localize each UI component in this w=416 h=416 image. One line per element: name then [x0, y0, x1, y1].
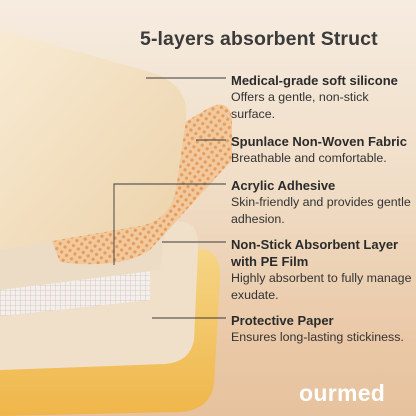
layer-callout-spunlace: Spunlace Non-Woven Fabric Breathable and…	[231, 133, 413, 167]
layer-name: Acrylic Adhesive	[231, 178, 336, 193]
layer-description: Skin-friendly and provides gentle adhesi…	[231, 195, 411, 226]
brand-logo: ourmed	[299, 380, 386, 406]
leader-lines	[113, 77, 226, 319]
layer-description: Highly absorbent to fully manage exudate…	[231, 271, 412, 302]
layer-description: Breathable and comfortable.	[231, 151, 387, 165]
leader-line-acrylic	[113, 183, 226, 265]
layer-description: Offers a gentle, non-stick surface.	[231, 90, 369, 121]
layer-name: Non-Stick Absorbent Layer with PE Film	[231, 237, 399, 269]
silicone-layer	[0, 30, 187, 250]
layer-callout-protective-paper: Protective Paper Ensures long-lasting st…	[231, 312, 413, 346]
layer-callout-silicone: Medical-grade soft silicone Offers a gen…	[231, 72, 413, 122]
layer-description: Ensures long-lasting stickiness.	[231, 330, 404, 344]
infographic-title: 5-layers absorbent Struct	[140, 28, 378, 50]
layer-callout-absorbent: Non-Stick Absorbent Layer with PE Film H…	[231, 236, 413, 303]
layer-name: Spunlace Non-Woven Fabric	[231, 134, 408, 149]
layer-callout-acrylic: Acrylic Adhesive Skin-friendly and provi…	[231, 177, 413, 227]
layer-name: Medical-grade soft silicone	[231, 73, 398, 88]
layer-name: Protective Paper	[231, 313, 334, 328]
